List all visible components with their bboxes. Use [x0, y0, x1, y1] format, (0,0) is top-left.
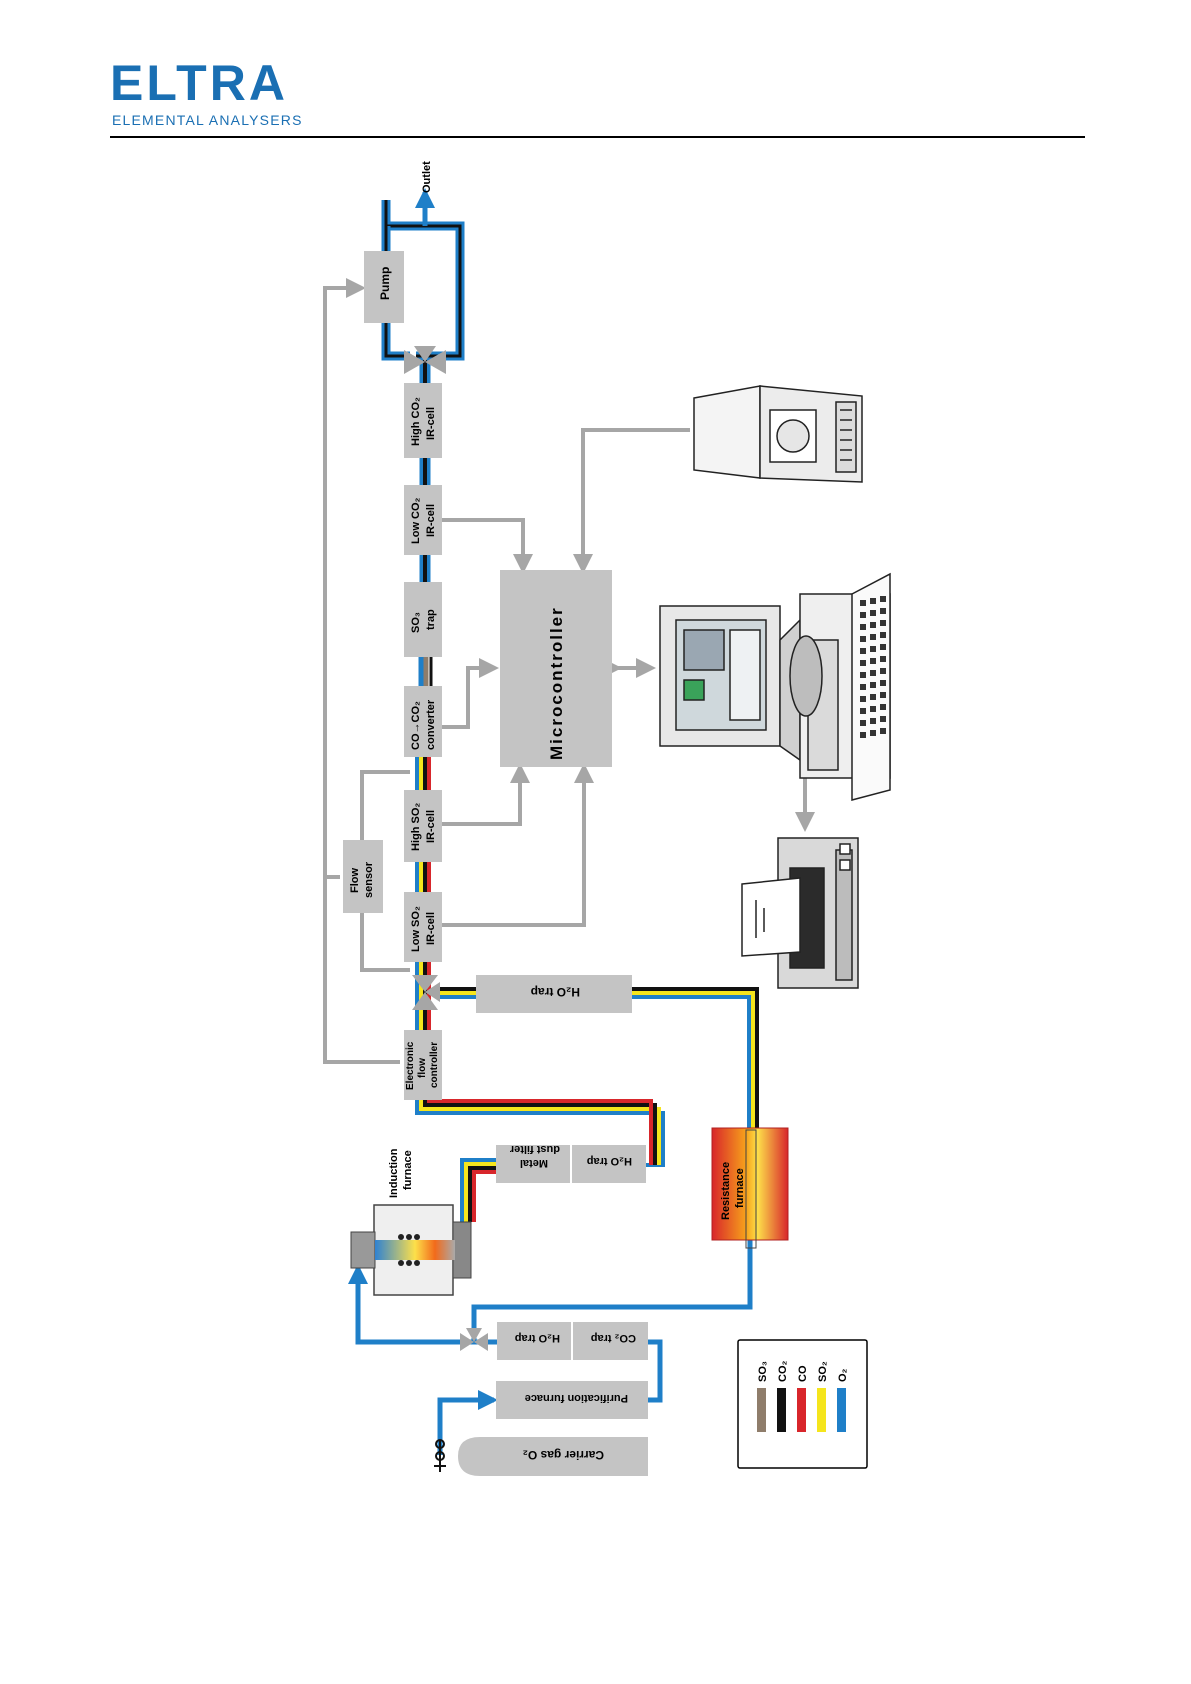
pump-label: Pump	[378, 267, 392, 300]
legend-item-so2: SO₂	[817, 1361, 829, 1432]
header-divider	[110, 136, 1085, 138]
svg-text:High CO₂: High CO₂	[410, 397, 422, 446]
svg-text:SO₃: SO₃	[757, 1361, 769, 1382]
svg-text:IR-cell: IR-cell	[425, 407, 437, 440]
resistance-furnace: Resistance furnace	[711, 1127, 789, 1249]
svg-text:Outlet: Outlet	[421, 161, 433, 193]
computer-icon	[659, 572, 891, 801]
low-so2-cell: Low SO₂ IR-cell	[404, 892, 442, 962]
legend-item-o2: O₂	[837, 1368, 849, 1432]
svg-text:CO: CO	[797, 1365, 809, 1382]
svg-text:SO₂: SO₂	[817, 1361, 829, 1382]
svg-text:Induction: Induction	[388, 1148, 400, 1198]
flow-sensor-bottom-line	[360, 913, 410, 972]
legend-swatch-co	[797, 1388, 806, 1432]
h2o-trap-top: H₂O trap	[476, 975, 632, 1013]
svg-text:H₂O trap: H₂O trap	[514, 1332, 560, 1344]
legend-item-so3: SO₃	[757, 1361, 769, 1432]
svg-text:Low CO₂: Low CO₂	[410, 497, 422, 544]
co2-trap: CO₂ trap	[573, 1322, 648, 1360]
gas-legend: SO₃ CO₂ CO SO₂ O₂	[737, 1339, 868, 1469]
svg-text:H₂O trap: H₂O trap	[531, 985, 580, 999]
induction-furnace: Induction furnace	[350, 1148, 472, 1296]
svg-text:Resistance: Resistance	[720, 1162, 732, 1220]
svg-text:Metal: Metal	[520, 1157, 548, 1169]
carrier-gas-cylinder: Carrier gas O₂	[434, 1437, 648, 1476]
cylinder-valve-icon	[434, 1439, 446, 1472]
metal-dust-filter: Metal dust filter	[496, 1143, 570, 1183]
svg-text:SO₃: SO₃	[410, 612, 422, 633]
legend-item-co2: CO₂	[777, 1361, 789, 1432]
co-converter: CO→CO₂ converter	[404, 686, 442, 757]
svg-text:flow: flow	[417, 1058, 428, 1078]
valve-bottom	[460, 1328, 488, 1351]
legend-item-co: CO	[797, 1365, 809, 1432]
high-so2-cell: High SO₂ IR-cell	[404, 790, 442, 862]
so3-trap: SO₃ trap	[404, 582, 442, 657]
legend-swatch-so3	[757, 1388, 766, 1432]
converter-signal-line	[440, 658, 499, 729]
svg-text:Carrier gas O₂: Carrier gas O₂	[523, 1448, 604, 1462]
svg-text:furnace: furnace	[734, 1168, 746, 1208]
svg-text:Flow: Flow	[349, 868, 361, 893]
logo-tagline: ELEMENTAL ANALYSERS	[112, 112, 303, 128]
svg-text:IR-cell: IR-cell	[425, 912, 437, 945]
gas-lines	[348, 188, 759, 1455]
pump-box: Pump	[364, 251, 404, 323]
low-co2-signal-line	[440, 518, 533, 574]
balance-signal-line	[573, 428, 690, 574]
high-so2-signal-line	[440, 763, 530, 826]
eltra-logo: ELTRA ELEMENTAL ANALYSERS	[110, 58, 310, 128]
svg-text:Microcontroller: Microcontroller	[547, 606, 566, 760]
svg-text:dust filter: dust filter	[509, 1143, 560, 1155]
outlet-label: Outlet	[421, 161, 433, 193]
svg-text:O₂: O₂	[837, 1368, 849, 1382]
svg-text:High SO₂: High SO₂	[410, 803, 422, 851]
svg-text:controller: controller	[429, 1042, 440, 1088]
legend-swatch-so2	[817, 1388, 826, 1432]
svg-text:Electronic: Electronic	[405, 1041, 416, 1090]
svg-text:IR-cell: IR-cell	[425, 810, 437, 843]
purification-furnace: Purification furnace	[496, 1381, 648, 1419]
svg-text:Low SO₂: Low SO₂	[410, 906, 422, 952]
pump-feedback-line	[323, 278, 400, 1064]
balance-icon	[693, 385, 863, 483]
high-co2-cell: High CO₂ IR-cell	[404, 383, 442, 458]
svg-text:CO→CO₂: CO→CO₂	[410, 701, 422, 750]
svg-text:trap: trap	[425, 609, 437, 630]
svg-text:H₂O trap: H₂O trap	[586, 1155, 632, 1167]
low-co2-cell: Low CO₂ IR-cell	[404, 485, 442, 555]
logo-wordmark: ELTRA	[110, 55, 288, 111]
svg-text:IR-cell: IR-cell	[425, 504, 437, 537]
svg-text:furnace: furnace	[402, 1150, 414, 1190]
svg-text:CO₂ trap: CO₂ trap	[590, 1332, 636, 1344]
signal-lines	[323, 278, 815, 1064]
h2o-trap-bottom: H₂O trap	[497, 1322, 571, 1360]
svg-text:CO₂: CO₂	[777, 1361, 789, 1383]
microcontroller-box: Microcontroller	[500, 570, 612, 767]
electronic-flow-controller: Electronic flow controller	[404, 1030, 442, 1100]
legend-swatch-co2	[777, 1388, 786, 1432]
printer-icon	[741, 837, 859, 989]
low-so2-signal-line	[440, 763, 594, 927]
legend-swatch-o2	[837, 1388, 846, 1432]
svg-text:sensor: sensor	[363, 861, 375, 898]
flow-sensor: Flow sensor	[343, 840, 383, 913]
svg-text:converter: converter	[425, 699, 437, 750]
valve-efc	[412, 975, 440, 1010]
valve-top	[404, 346, 446, 374]
svg-text:Purification furnace: Purification furnace	[525, 1392, 628, 1404]
h2o-trap-mid: H₂O trap	[572, 1145, 646, 1183]
flow-sensor-top-line	[360, 770, 410, 840]
